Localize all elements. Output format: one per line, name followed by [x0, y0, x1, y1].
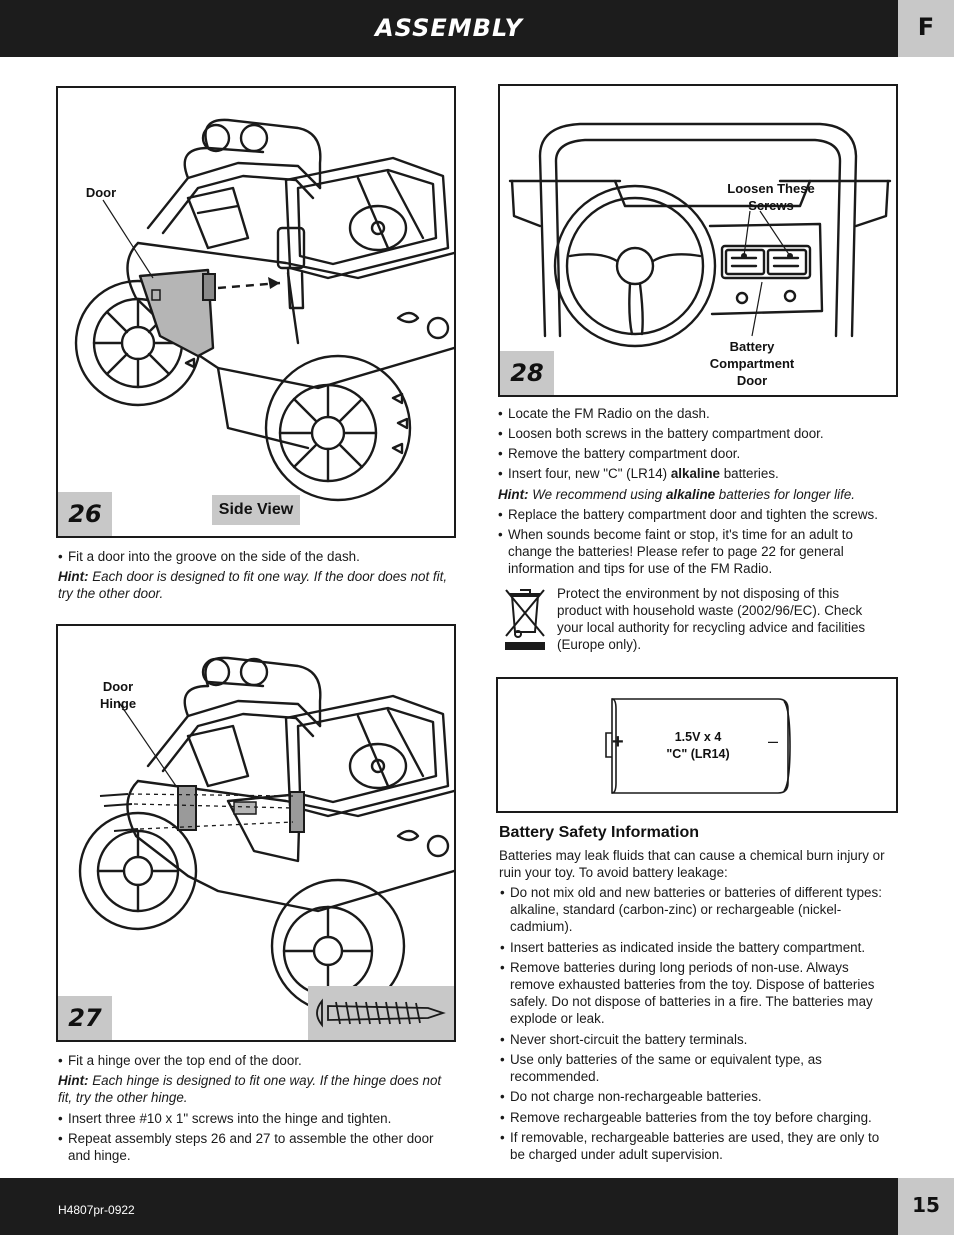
dash-radio-illustration — [508, 122, 892, 348]
section-tab — [898, 0, 954, 57]
step-number-badge: 27 — [58, 996, 112, 1040]
step-28-bullet: Locate the FM Radio on the dash. — [498, 405, 898, 422]
header-bar — [0, 0, 898, 57]
step-number-badge: 26 — [58, 492, 112, 536]
page-title: ASSEMBLY — [375, 14, 523, 42]
figure-step-27: Door Hinge 27 — [56, 624, 456, 1042]
page-number-tab — [898, 1178, 954, 1235]
environment-notice: Protect the environment by not disposing… — [557, 586, 866, 652]
callout-line-1: Door — [102, 679, 134, 694]
battery-safety-item: Remove rechargeable batteries from the t… — [500, 1109, 894, 1126]
battery-safety-item: Insert batteries as indicated inside the… — [500, 939, 894, 956]
step-number-badge: 28 — [500, 351, 554, 395]
figure-step-26: Door 26 Side View — [56, 86, 456, 538]
hint-text: Each door is designed to fit one way. If… — [58, 569, 448, 601]
callout-door: Door — [85, 185, 117, 200]
step-28-bullet: Loosen both screws in the battery compar… — [498, 425, 898, 442]
hint-text: Each hinge is designed to fit one way. I… — [58, 1073, 442, 1105]
battery-safety-item: Do not mix old and new batteries or batt… — [500, 884, 894, 935]
battery-safety-item: Never short-circuit the battery terminal… — [500, 1031, 894, 1048]
battery-safety-item: If removable, rechargeable batteries are… — [500, 1129, 894, 1163]
step-26-hint: Hint: Each door is designed to fit one w… — [58, 568, 454, 602]
insert-suffix: batteries. — [719, 466, 779, 481]
battery-safety-item: Do not charge non-rechargeable batteries… — [500, 1088, 894, 1105]
callout-line-2: Hinge — [99, 696, 137, 711]
view-label: Side View — [212, 495, 300, 525]
insert-bold: alkaline — [670, 466, 720, 481]
hint-suffix: batteries for longer life. — [715, 487, 856, 502]
step-27-hint: Hint: Each hinge is designed to fit one … — [58, 1072, 454, 1106]
c-battery-icon — [605, 698, 791, 794]
figure-step-28: Loosen These Screws Battery Compartment … — [498, 84, 898, 397]
section-letter: F — [917, 13, 935, 41]
step-27-screws: Insert three #10 x 1" screws into the hi… — [58, 1110, 454, 1127]
step-26-instruction: Fit a door into the groove on the side o… — [58, 548, 454, 565]
battery-diagram: + – 1.5V x 4 "C" (LR14) — [496, 677, 898, 813]
battery-spec-line-1: 1.5V x 4 — [674, 730, 722, 744]
step-28-replace: Replace the battery compartment door and… — [498, 506, 898, 523]
battery-spec-line-2: "C" (LR14) — [666, 747, 730, 761]
positive-terminal-label: + — [612, 731, 624, 753]
step-28-sounds: When sounds become faint or stop, it's t… — [498, 526, 888, 577]
hint-prefix: We recommend using — [528, 487, 666, 502]
callout-line-1: Battery — [729, 339, 775, 354]
hint-label: Hint: — [58, 1073, 89, 1088]
battery-safety-item: Remove batteries during long periods of … — [500, 959, 894, 1027]
insert-prefix: Insert four, new "C" (LR14) — [508, 466, 671, 481]
document-code: H4807pr-0922 — [58, 1203, 135, 1217]
battery-spec: 1.5V x 4 "C" (LR14) — [648, 729, 748, 763]
hint-label: Hint: — [498, 487, 529, 502]
crossed-bin-icon — [505, 589, 545, 650]
callout-door-hinge: Door Hinge — [88, 678, 148, 712]
footer-bar — [0, 1178, 898, 1235]
callout-line-2: Compartment — [709, 356, 795, 371]
jeep-hinge-illustration — [78, 656, 454, 1040]
hint-bold: alkaline — [665, 487, 716, 502]
jeep-door-illustration — [74, 118, 454, 502]
step-27-instruction: Fit a hinge over the top end of the door… — [58, 1052, 454, 1069]
battery-safety-item: Use only batteries of the same or equiva… — [500, 1051, 894, 1085]
callout-battery-door: Battery Compartment Door — [698, 338, 806, 389]
battery-safety-heading: Battery Safety Information — [499, 824, 700, 841]
callout-line-2: Screws — [748, 198, 794, 213]
step-28-hint: Hint: We recommend using alkaline batter… — [498, 486, 898, 503]
battery-safety-intro: Batteries may leak fluids that can cause… — [499, 848, 885, 880]
callout-line-1: Loosen These — [727, 181, 815, 196]
step-28-bullet: Remove the battery compartment door. — [498, 445, 898, 462]
hint-label: Hint: — [58, 569, 89, 584]
page-number: 15 — [912, 1193, 940, 1217]
step-28-insert-batteries: Insert four, new "C" (LR14) alkaline bat… — [498, 465, 898, 482]
negative-terminal-label: – — [768, 731, 779, 751]
step-27-repeat: Repeat assembly steps 26 and 27 to assem… — [58, 1130, 454, 1164]
callout-line-3: Door — [736, 373, 768, 388]
callout-loosen-screws: Loosen These Screws — [716, 180, 826, 214]
